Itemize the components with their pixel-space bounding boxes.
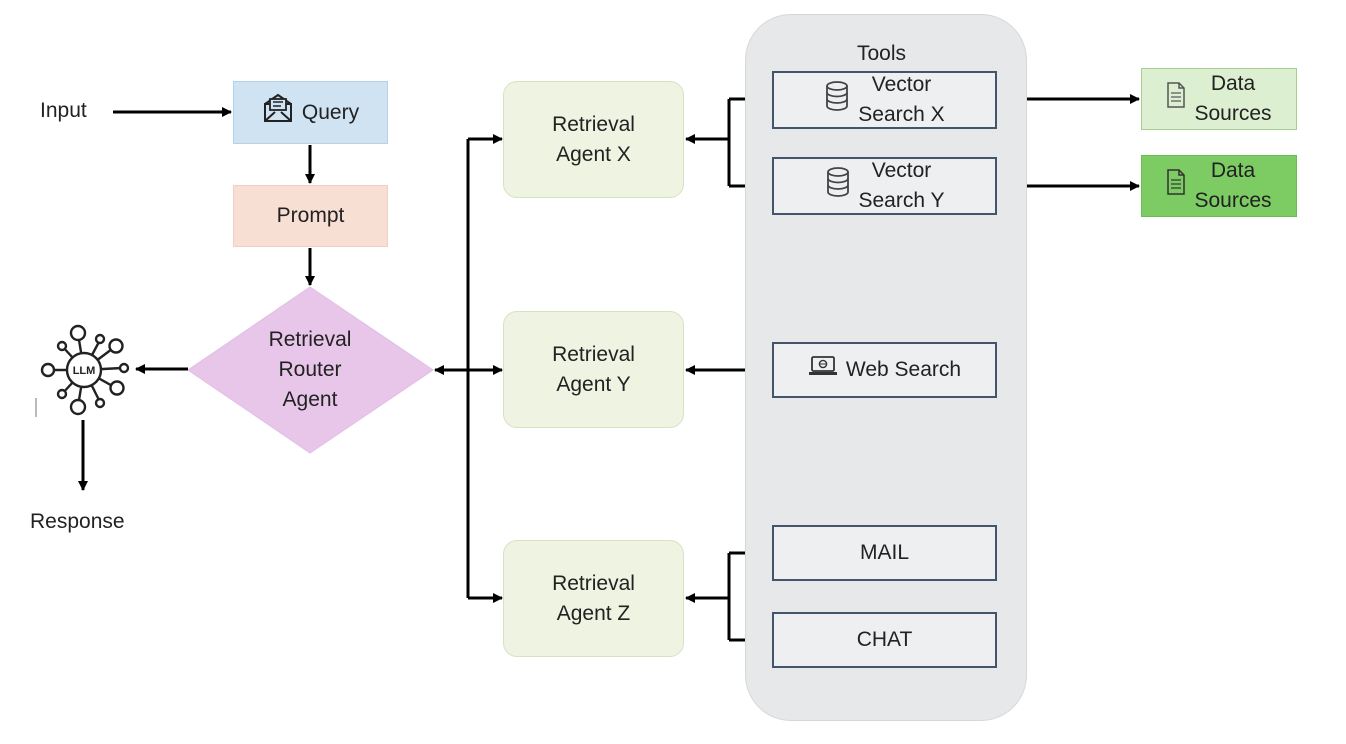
data-sources-x-label: Data Sources: [1194, 72, 1272, 125]
tool-vector-search-x[interactable]: Vector Search X: [772, 71, 997, 129]
agent-x-label: Retrieval Agent X: [552, 112, 635, 166]
tools-title: Tools: [857, 42, 907, 65]
tool-web-search[interactable]: Web Search: [772, 342, 997, 398]
agent-z-label: Retrieval Agent Z: [552, 571, 635, 625]
input-label: Input: [40, 99, 87, 122]
retrieval-agent-x[interactable]: Retrieval Agent X: [503, 81, 684, 198]
tool-chat[interactable]: CHAT: [772, 612, 997, 668]
query-box[interactable]: Query: [233, 81, 388, 144]
retrieval-agent-z[interactable]: Retrieval Agent Z: [503, 540, 684, 657]
agent-y-label: Retrieval Agent Y: [552, 342, 635, 396]
database-icon: [825, 166, 851, 207]
router-label-wrap: Retrieval Router Agent: [230, 320, 390, 420]
mail-label: MAIL: [859, 541, 909, 564]
document-icon: [1166, 81, 1186, 117]
database-icon: [824, 80, 850, 121]
prompt-box[interactable]: Prompt: [233, 185, 388, 247]
chat-label: CHAT: [856, 628, 913, 651]
router-diamond[interactable]: [187, 286, 434, 454]
vector-search-y-label: Vector Search Y: [858, 159, 945, 212]
prompt-label: Prompt: [276, 204, 345, 227]
envelope-icon: [262, 92, 294, 133]
tool-mail[interactable]: MAIL: [772, 525, 997, 581]
web-search-label: Web Search: [845, 358, 962, 381]
data-sources-y-label: Data Sources: [1194, 159, 1272, 212]
data-sources-x[interactable]: Data Sources: [1141, 68, 1297, 130]
document-icon: [1166, 168, 1186, 204]
response-label: Response: [30, 510, 125, 533]
router-label: Retrieval Router Agent: [268, 328, 352, 411]
retrieval-agent-y[interactable]: Retrieval Agent Y: [503, 311, 684, 428]
tool-vector-search-y[interactable]: Vector Search Y: [772, 157, 997, 215]
laptop-icon: [808, 354, 838, 387]
query-label: Query: [301, 100, 360, 124]
llm-network-icon[interactable]: LLM: [38, 324, 130, 416]
llm-label: LLM: [73, 365, 96, 377]
data-sources-y[interactable]: Data Sources: [1141, 155, 1297, 217]
vector-search-x-label: Vector Search X: [858, 73, 945, 126]
